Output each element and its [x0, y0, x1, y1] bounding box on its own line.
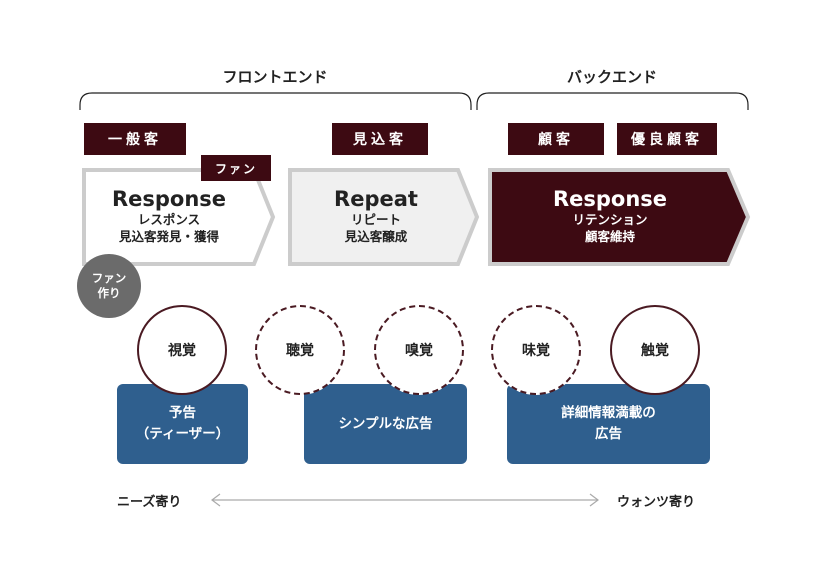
tag-fan: ファン — [201, 155, 271, 181]
ad-box-detailed: 詳細情報満載の 広告 — [507, 384, 710, 464]
scale-arrow-right-head — [589, 493, 599, 507]
ad-detailed-line2: 広告 — [595, 426, 622, 442]
stage-chevron-3 — [488, 168, 751, 266]
sense-touch-label: 触覚 — [641, 343, 669, 359]
stage-1-sub1: レスポンス — [137, 212, 201, 227]
stage-2-sub1: リピート — [350, 212, 401, 227]
stage-3-sub1: リテンション — [572, 212, 648, 227]
sense-sight-circle: 視覚 — [137, 305, 227, 395]
tag-vip-customer: 優良顧客 — [617, 123, 717, 155]
sense-taste-circle: 味覚 — [491, 305, 581, 395]
scale-right-label: ウォンツ寄り — [617, 495, 696, 510]
ad-simple-label: シンプルな広告 — [338, 415, 433, 432]
fan-making-badge: ファン 作り — [77, 254, 141, 318]
stage-2-text: Repeat リピート 見込客醸成 — [295, 187, 457, 245]
stage-3-sub2: 顧客維持 — [584, 229, 635, 244]
tag-general-customer: 一般客 — [84, 123, 186, 155]
sense-touch-circle: 触覚 — [610, 305, 700, 395]
stage-2-title: Repeat — [334, 187, 418, 211]
front-end-bracket — [79, 92, 472, 110]
sense-sight-label: 視覚 — [168, 343, 196, 359]
ad-teaser-line2: （ティーザー） — [135, 426, 230, 442]
back-end-bracket — [476, 92, 749, 110]
sense-smell-circle: 嗅覚 — [374, 305, 464, 395]
scale-left-label: ニーズ寄り — [117, 495, 182, 510]
fan-making-line2: 作り — [97, 286, 121, 300]
fan-making-line1: ファン — [91, 271, 127, 285]
stage-1-title: Response — [111, 187, 227, 211]
sense-taste-label: 味覚 — [522, 343, 550, 359]
ad-box-teaser: 予告 （ティーザー） — [117, 384, 248, 464]
stage-chevron-2 — [288, 168, 480, 266]
tag-prospect: 見込客 — [332, 123, 428, 155]
ad-detailed-line1: 詳細情報満載の — [561, 405, 656, 421]
stage-3-title: Response — [552, 187, 668, 211]
stage-2-sub2: 見込客醸成 — [344, 229, 408, 244]
scale-arrow-left-head — [211, 493, 221, 507]
sense-smell-label: 嗅覚 — [405, 343, 433, 359]
stage-3-text: Response リテンション 顧客維持 — [495, 187, 725, 245]
ad-box-simple: シンプルな広告 — [304, 384, 467, 464]
stage-1-text: Response レスポンス 見込客発見・獲得 — [88, 187, 250, 245]
back-end-title: バックエンド — [566, 68, 657, 86]
front-end-title: フロントエンド — [222, 68, 328, 86]
tag-customer: 顧客 — [508, 123, 604, 155]
ad-teaser-line1: 予告 — [168, 405, 196, 421]
sense-hearing-circle: 聴覚 — [255, 305, 345, 395]
stage-1-sub2: 見込客発見・獲得 — [118, 229, 219, 244]
sense-hearing-label: 聴覚 — [286, 343, 314, 359]
